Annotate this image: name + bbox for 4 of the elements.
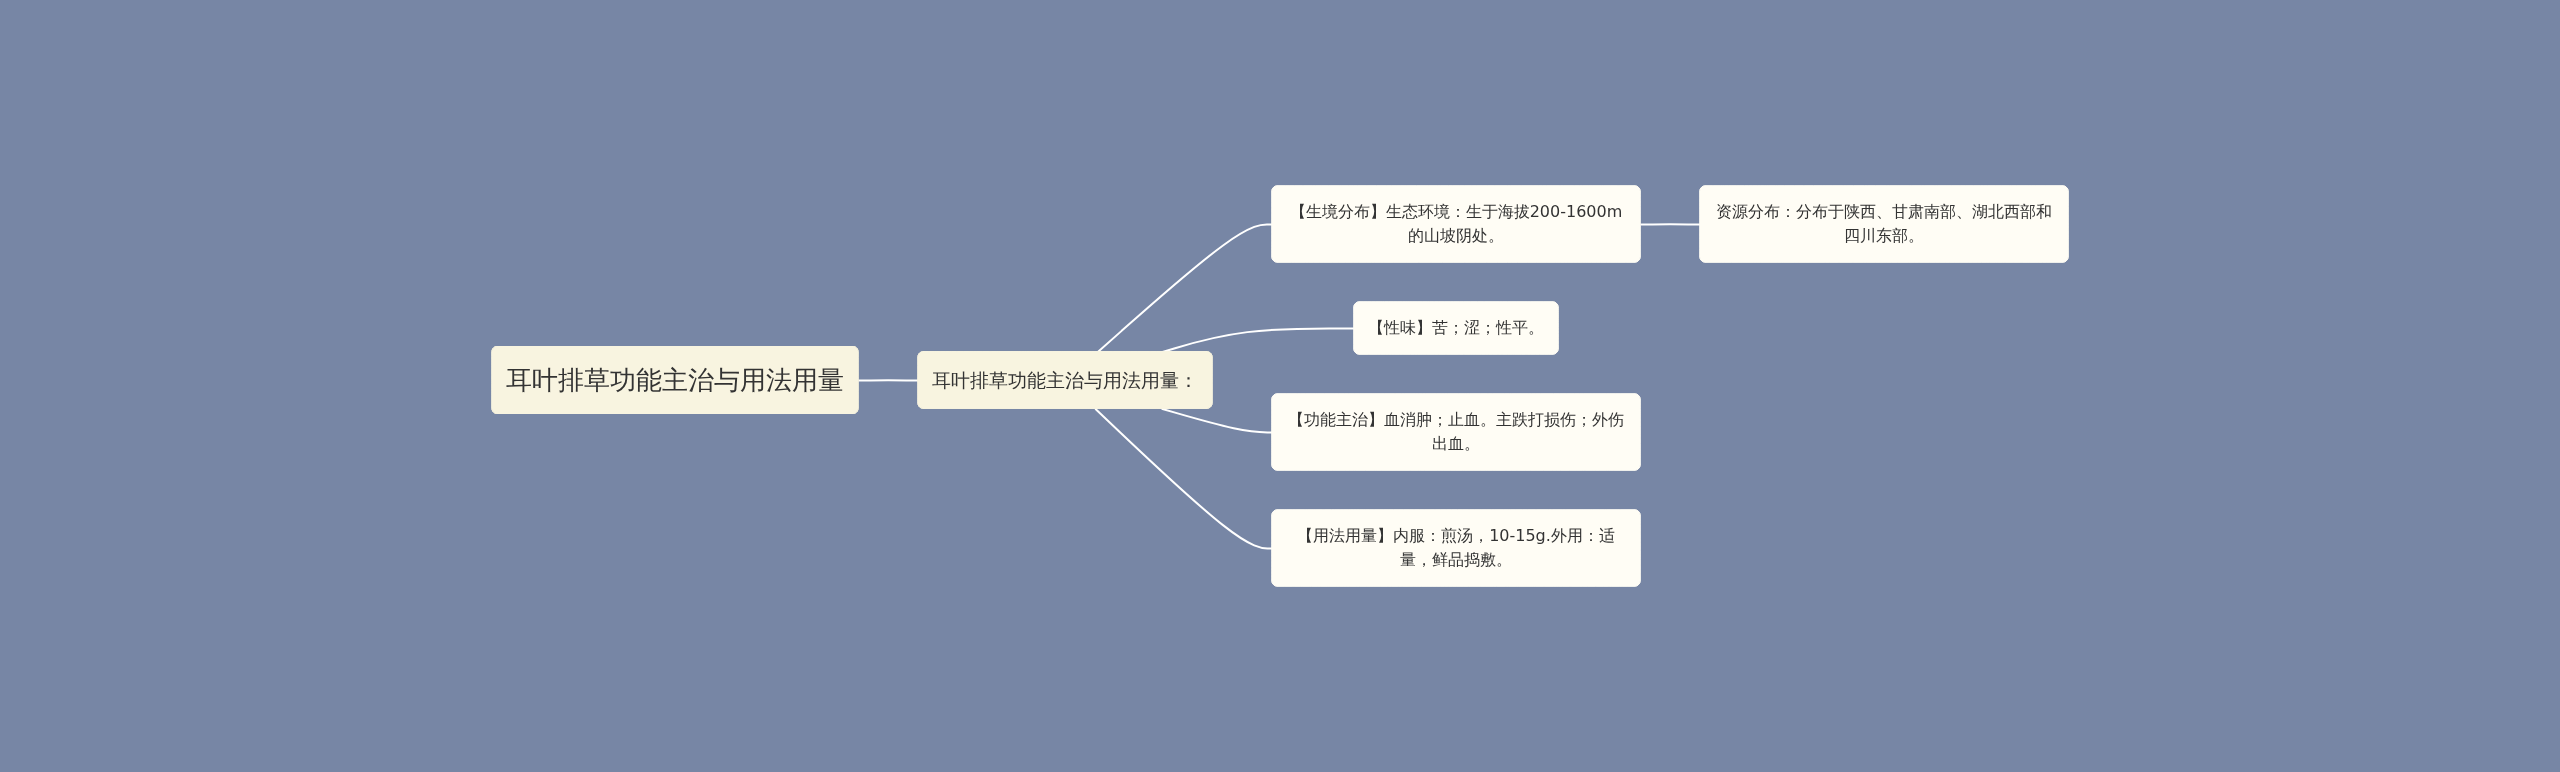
connector [1160,407,1274,434]
connector [857,379,920,382]
connector [1094,407,1274,550]
connector [1639,223,1702,226]
